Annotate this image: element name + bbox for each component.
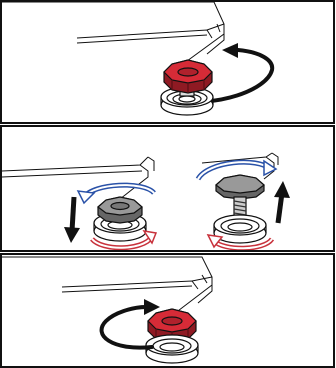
adjustable-foot-icon bbox=[146, 335, 198, 363]
step-3-panel bbox=[0, 253, 335, 368]
step-2-illustration bbox=[2, 127, 333, 250]
appliance-base bbox=[2, 257, 212, 317]
straight-motion-arrow-down-icon bbox=[64, 197, 80, 243]
step-1-illustration bbox=[2, 2, 333, 122]
lock-nut-icon bbox=[164, 60, 212, 93]
adjustable-foot-left-icon bbox=[94, 197, 146, 241]
step-3-illustration bbox=[2, 255, 333, 366]
step-2-panel bbox=[0, 125, 335, 252]
adjustable-foot-right-icon bbox=[214, 175, 266, 243]
step-1-panel bbox=[0, 0, 335, 124]
appliance-base-left bbox=[2, 157, 154, 199]
straight-motion-arrow-up-icon bbox=[274, 181, 290, 223]
